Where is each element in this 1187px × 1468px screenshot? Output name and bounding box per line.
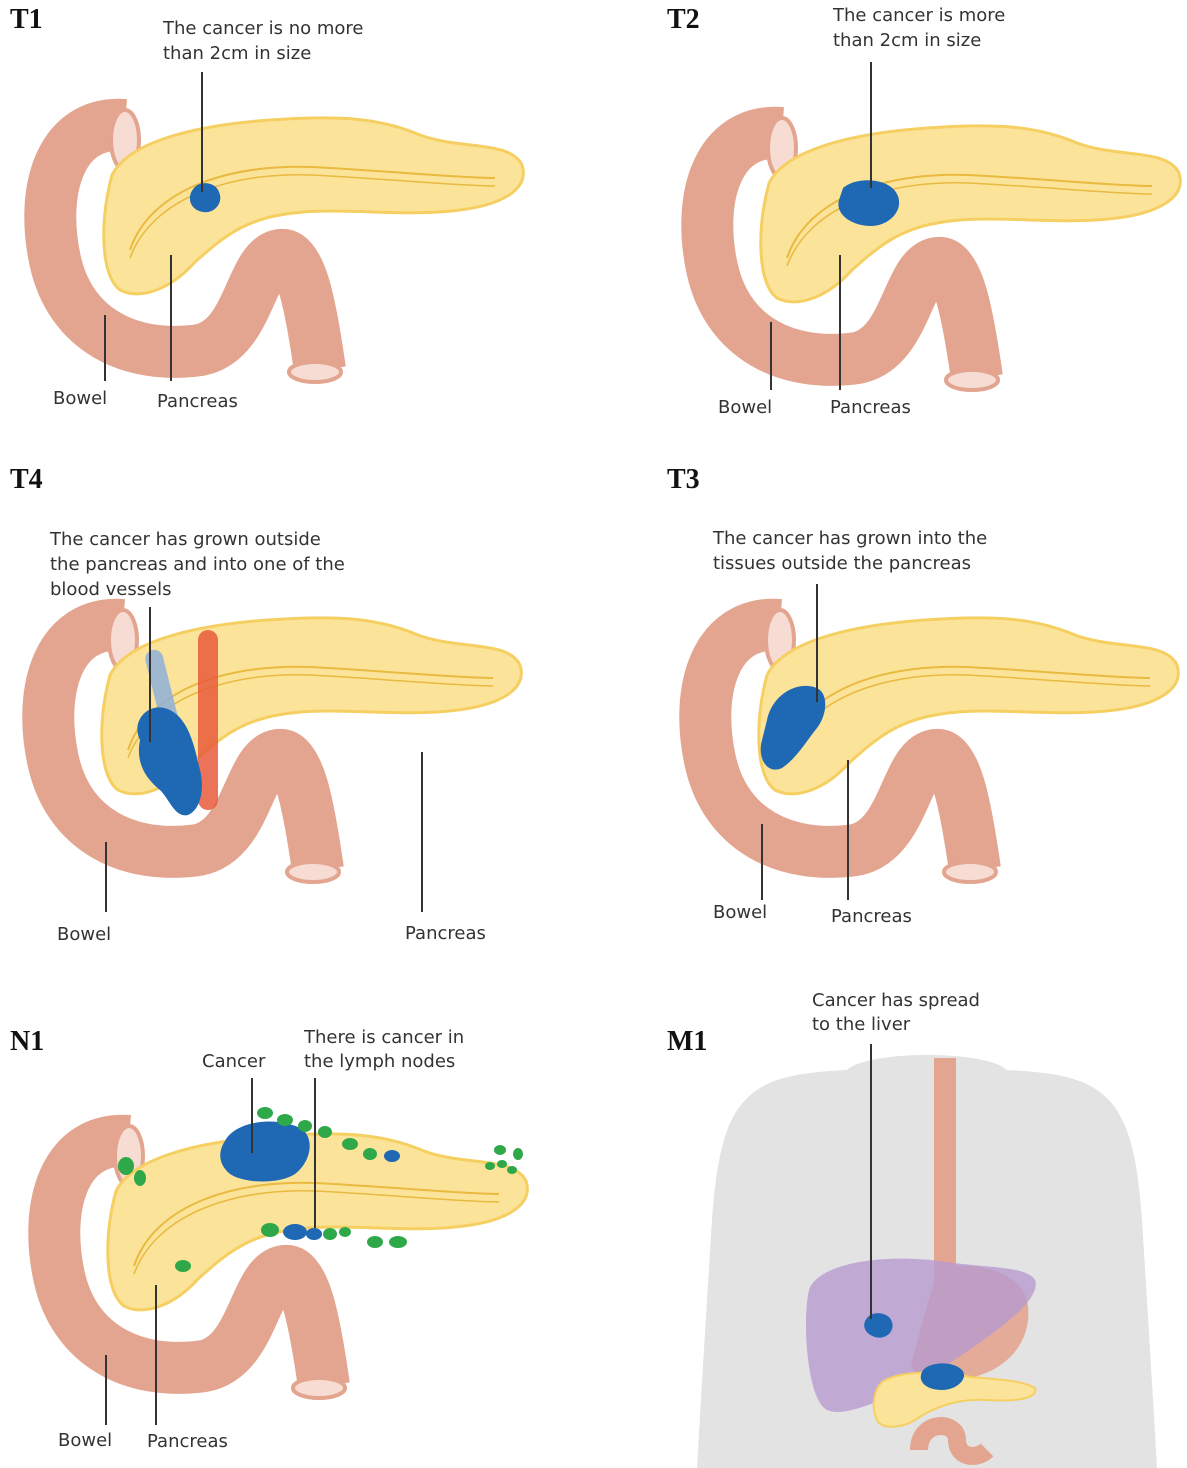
m1-illustration xyxy=(657,980,1187,1468)
t2-tumor xyxy=(838,180,899,226)
t3-pancreas-leader xyxy=(847,760,849,900)
t3-bowel-leader xyxy=(761,824,763,900)
t2-note-line-1: The cancer is more xyxy=(833,3,1005,28)
n1-cancer-leader xyxy=(251,1078,253,1153)
n1-illustration xyxy=(0,1016,580,1464)
m1-note-line-1: Cancer has spread xyxy=(812,988,980,1013)
t3-pancreas-label: Pancreas xyxy=(831,904,912,929)
n1-tumor xyxy=(220,1122,309,1182)
n1-pancreas-leader xyxy=(155,1285,157,1425)
stage-label-t1: T1 xyxy=(10,4,43,36)
stage-label-t2: T2 xyxy=(667,4,700,36)
m1-note-leader xyxy=(870,1044,872,1319)
panel-t3: T3 The cancer has grown into the tissues… xyxy=(657,462,1187,942)
t2-note-line-2: than 2cm in size xyxy=(833,28,981,53)
t2-pancreas-leader xyxy=(839,255,841,390)
panel-t4: T4 The cancer has grown outside the panc… xyxy=(0,462,580,962)
t1-note-leader xyxy=(201,72,203,192)
t1-bowel-label: Bowel xyxy=(53,386,107,411)
t3-bowel-label: Bowel xyxy=(713,900,767,925)
t2-note-leader xyxy=(870,62,872,188)
panel-t2: T2 The cancer is more than 2cm in size B… xyxy=(657,0,1187,480)
m1-note-line-2: to the liver xyxy=(812,1012,910,1037)
n1-bowel-leader xyxy=(105,1355,107,1425)
n1-cancer-label: Cancer xyxy=(202,1049,265,1074)
t4-note-line-1: The cancer has grown outside xyxy=(50,527,321,552)
t3-note-leader xyxy=(816,584,818,702)
n1-note-line-1: There is cancer in xyxy=(304,1025,464,1050)
t2-bowel-leader xyxy=(770,322,772,390)
t2-illustration xyxy=(657,8,1187,448)
panel-t1: T1 The cancer is no more than 2cm in siz… xyxy=(0,0,580,480)
n1-note-line-2: the lymph nodes xyxy=(304,1049,455,1074)
t4-note-line-3: blood vessels xyxy=(50,577,172,602)
stage-label-m1: M1 xyxy=(667,1026,707,1058)
stage-label-t3: T3 xyxy=(667,464,700,496)
t2-bowel-label: Bowel xyxy=(718,395,772,420)
t4-pancreas-leader xyxy=(421,752,423,912)
t1-note-line-1: The cancer is no more xyxy=(163,16,364,41)
n1-bowel-label: Bowel xyxy=(58,1428,112,1453)
t4-note-leader xyxy=(149,607,151,742)
t4-pancreas-label: Pancreas xyxy=(405,921,486,946)
stage-label-t4: T4 xyxy=(10,464,43,496)
t2-pancreas-label: Pancreas xyxy=(830,395,911,420)
t1-pancreas-leader xyxy=(170,255,172,381)
t1-pancreas-label: Pancreas xyxy=(157,389,238,414)
t3-note-line-1: The cancer has grown into the xyxy=(713,526,987,551)
stage-label-n1: N1 xyxy=(10,1026,44,1058)
n1-pancreas-label: Pancreas xyxy=(147,1429,228,1454)
n1-nodes-leader xyxy=(314,1078,316,1228)
t1-note-line-2: than 2cm in size xyxy=(163,41,311,66)
t1-bowel-leader xyxy=(104,315,106,381)
t1-illustration xyxy=(0,0,580,440)
t4-note-line-2: the pancreas and into one of the xyxy=(50,552,345,577)
panel-n1: N1 Cancer There is cancer in the lymph n… xyxy=(0,1020,580,1468)
t3-note-line-2: tissues outside the pancreas xyxy=(713,551,971,576)
t4-bowel-leader xyxy=(105,842,107,912)
panel-m1: M1 Cancer has spread to the liver xyxy=(657,980,1187,1468)
t4-bowel-label: Bowel xyxy=(57,922,111,947)
